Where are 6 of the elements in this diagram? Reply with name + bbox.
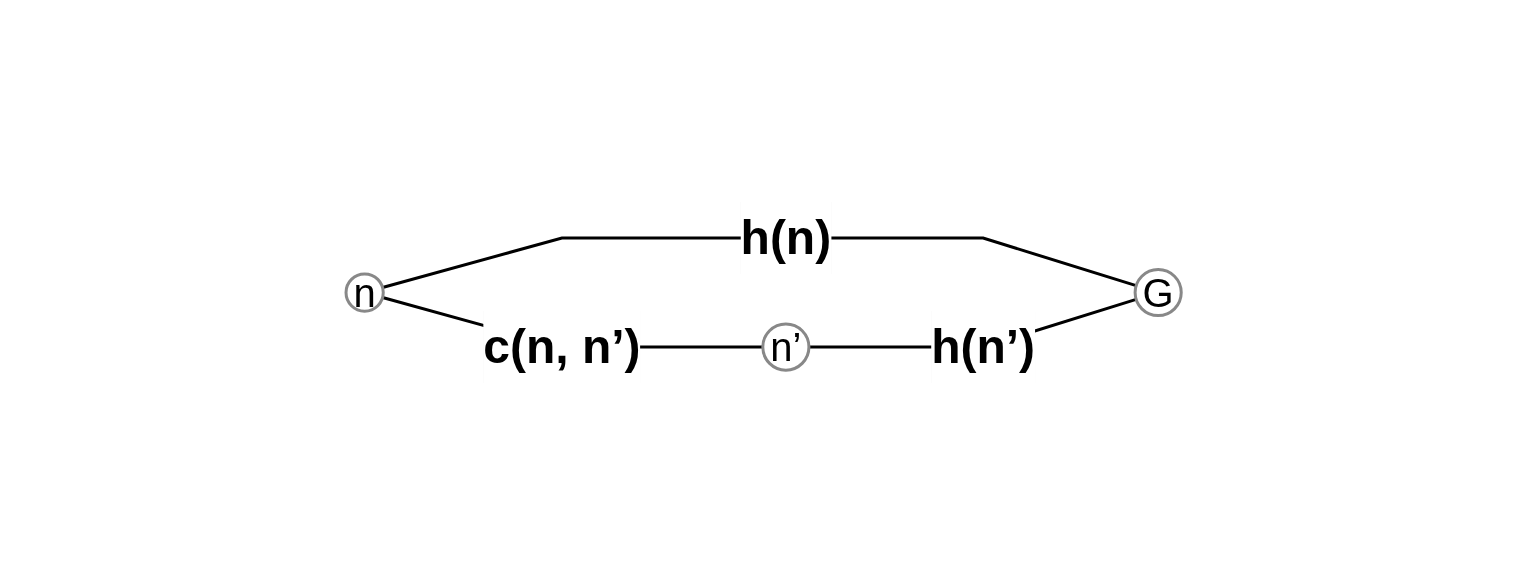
node-circle: G [1133, 268, 1183, 318]
edge-label: c(n, n’) [483, 320, 641, 374]
edge-label: h(n’) [931, 320, 1035, 374]
node-circle: n’ [761, 322, 811, 373]
edge-label: h(n) [740, 211, 832, 265]
node-circle: n [344, 272, 385, 314]
